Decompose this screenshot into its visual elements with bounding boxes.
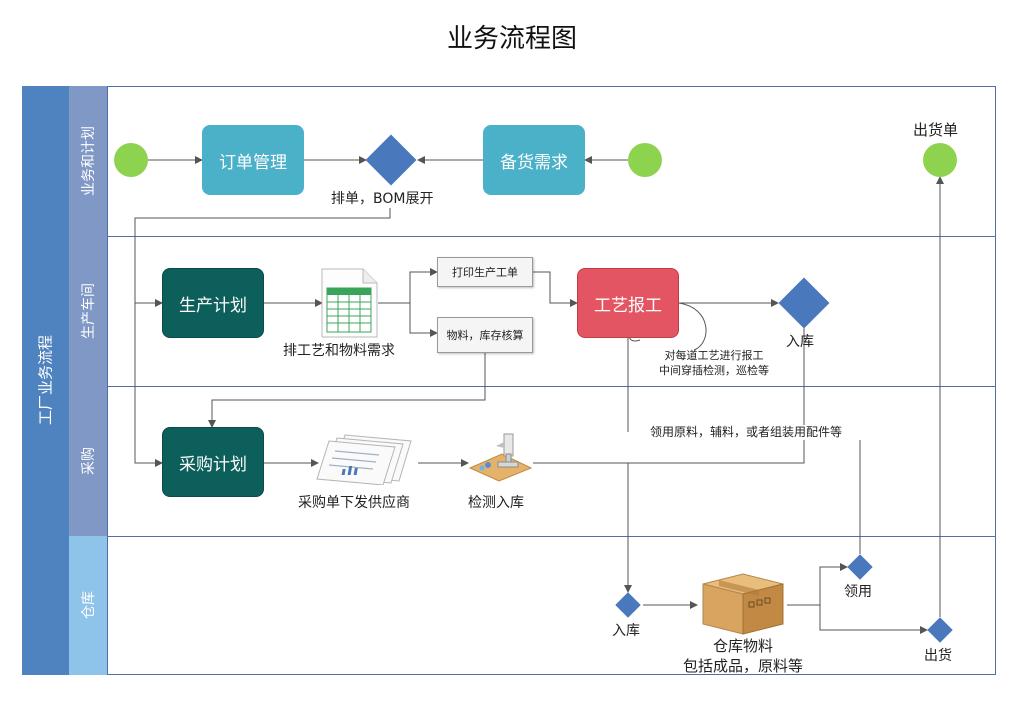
purchase-order-supplier-label: 采购单下发供应商 [298, 495, 410, 511]
inspection-inbound-label: 检测入库 [468, 495, 524, 511]
arrow-print-to-report [533, 271, 578, 307]
arrow-sheet-to-print [378, 268, 438, 304]
requisition-label: 领用 [844, 584, 872, 600]
print-work-order-box[interactable]: 打印生产工单 [437, 257, 533, 287]
lane-header-workshop [69, 236, 107, 386]
order-management-task[interactable]: 订单管理 [202, 125, 304, 195]
warehouse-materials-line-1: 仓库物料 [712, 637, 773, 655]
inbound-production-label: 入库 [786, 334, 814, 350]
lane-warehouse [107, 536, 996, 675]
shipping-order-label: 出货单 [913, 121, 959, 139]
production-plan-task[interactable]: 生产计划 [162, 268, 264, 338]
lane-header-purchasing [69, 386, 107, 536]
arrow-inspection-route [533, 328, 805, 464]
lane-header-business-plan [69, 86, 107, 236]
cardboard-box-icon [702, 573, 784, 635]
warehouse-materials-label: 仓库物料 包括成品，原料等 [676, 636, 810, 676]
spreadsheet-icon [321, 268, 378, 338]
arrow-inventory-to-purchase [208, 353, 486, 428]
schedule-bom-label: 排单，BOM展开 [331, 191, 434, 207]
page-title: 业务流程图 [446, 24, 577, 54]
qc-note-line-1: 对每道工艺进行报工 [664, 349, 764, 362]
inbound-warehouse-label: 入库 [612, 623, 640, 639]
documents-icon [316, 434, 412, 485]
arrow-warehouse-to-shipping [787, 604, 928, 634]
purchase-plan-task[interactable]: 采购计划 [162, 427, 264, 497]
process-report-task[interactable]: 工艺报工 [577, 268, 679, 338]
qc-note: 对每道工艺进行报工 中间穿插检测，巡检等 [658, 348, 770, 378]
arrow-sheet-to-inventory [409, 303, 438, 337]
start-event-2 [628, 143, 662, 177]
start-event [114, 143, 148, 177]
arrow-gateway-to-purchase-plan [134, 208, 391, 467]
warehouse-materials-line-2: 包括成品，原料等 [682, 657, 803, 675]
microscope-icon [468, 433, 533, 482]
note-curve [678, 302, 707, 351]
stock-requirement-task[interactable]: 备货需求 [483, 125, 585, 195]
shipping-label: 出货 [924, 648, 952, 664]
end-event [923, 143, 957, 177]
pool-header [22, 86, 69, 675]
lane-header-warehouse [69, 536, 107, 675]
arrow-warehouse-to-requisition [787, 563, 848, 606]
material-inventory-box[interactable]: 物料，库存核算 [437, 317, 533, 353]
qc-note-line-2: 中间穿插检测，巡检等 [659, 364, 769, 377]
schedule-materials-label: 排工艺和物料需求 [283, 343, 395, 359]
requisition-note: 领用原料，辅料，或者组装用配件等 [650, 425, 843, 440]
